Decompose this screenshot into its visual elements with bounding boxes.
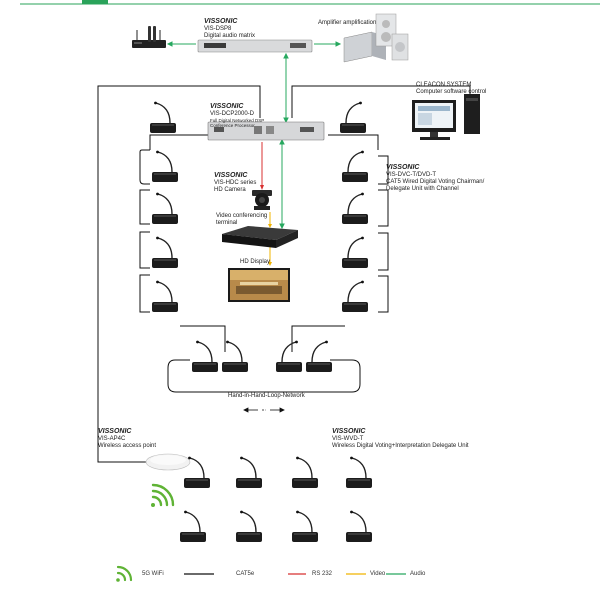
camera-icon [252, 190, 272, 210]
terminal-icon [222, 226, 298, 248]
ap-desc: Wireless access point [98, 443, 157, 449]
loop-network-label: Hand-in-Hand-Loop-Network [228, 393, 305, 399]
conference-mic-icon [151, 149, 179, 183]
dcp-brand: VISSONIC [210, 103, 244, 110]
dsp8-desc: Digital audio matrix [204, 33, 256, 39]
conference-mic-icon [221, 339, 249, 373]
conference-mic-icon [235, 455, 263, 489]
cleacon-title: CLEACON SYSTEM [416, 82, 472, 88]
video-links [268, 212, 272, 266]
conference-mic-icon [291, 455, 319, 489]
amplifier-label: Amplifier amplification [318, 20, 377, 26]
conference-mic-icon [275, 339, 303, 373]
camera-model: VIS-HDC series [214, 180, 257, 186]
conference-mic-icon [291, 509, 319, 543]
conference-mic-icon [341, 191, 369, 225]
conference-mic-icon [179, 509, 207, 543]
wvd-desc: Wireless Digital Voting+Interpretation D… [332, 443, 469, 449]
dcp-desc-2: Conference Processor [210, 123, 255, 128]
computer-icon [412, 94, 480, 140]
dsp-rack-icon [197, 39, 313, 53]
dcp-model: VIS-DCP2000-D [210, 111, 255, 117]
conference-mic-icon [341, 279, 369, 313]
dvc-desc-1: CAT5 Wired Digital Voting Chairman/ [386, 179, 485, 185]
legend-rs232-label: RS 232 [312, 571, 333, 577]
loop-arrows [243, 407, 285, 413]
loop-delegate-row [191, 339, 333, 373]
conference-mic-icon [345, 509, 373, 543]
wvd-label: VISSONIC VIS-WVD-T Wireless Digital Voti… [332, 428, 469, 450]
right-delegate-column [339, 100, 369, 313]
conference-mic-icon [149, 100, 177, 134]
left-delegate-column [149, 100, 179, 313]
conference-mic-icon [151, 235, 179, 269]
legend-audio-label: Audio [410, 571, 426, 577]
rs232-link [260, 142, 264, 190]
amplifier-speaker-icon [343, 13, 409, 63]
processor-rack-icon [207, 121, 325, 141]
dvc-model: VIS-DVC-T/DVD-T [386, 172, 436, 178]
dsp8-label: VISSONIC VIS-DSP8 Digital audio matrix [204, 18, 255, 40]
conference-mic-icon [305, 339, 333, 373]
conference-mic-icon [341, 235, 369, 269]
cleacon-desc: Computer software control [416, 89, 487, 95]
cat5e-links [97, 85, 471, 463]
wifi-icon [151, 483, 175, 507]
camera-brand: VISSONIC [214, 172, 248, 179]
conference-mic-icon [341, 149, 369, 183]
dvc-label: VISSONIC VIS-DVC-T/DVD-T CAT5 Wired Digi… [386, 164, 484, 193]
legend-wifi-label: 5G WiFi [142, 571, 164, 577]
legend-cat5e-label: CAT5e [236, 571, 255, 577]
terminal-label: Video conferencing terminal [216, 213, 267, 227]
dsp8-brand: VISSONIC [204, 18, 238, 25]
ap-label: VISSONIC VIS-AP4C Wireless access point [98, 428, 156, 450]
wireless-mic-receiver-icon [132, 26, 166, 48]
wvd-brand: VISSONIC [332, 428, 366, 435]
conference-mic-icon [191, 339, 219, 373]
camera-label: VISSONIC VIS-HDC series HD Camera [214, 172, 256, 194]
cleacon-label: CLEACON SYSTEM Computer software control [416, 82, 486, 96]
display-label: HD Display [240, 259, 271, 265]
conference-mic-icon [339, 100, 367, 134]
conference-mic-icon [151, 279, 179, 313]
terminal-line-1: Video conferencing [216, 213, 268, 219]
conference-mic-icon [345, 455, 373, 489]
legend-wifi-icon [116, 565, 133, 582]
dvc-desc-2: Delegate Unit with Channel [386, 186, 459, 192]
legend-video-label: Video [370, 571, 386, 577]
header-bar-accent [82, 0, 108, 4]
dsp8-model: VIS-DSP8 [204, 26, 232, 32]
wvd-model: VIS-WVD-T [332, 436, 364, 442]
access-point-icon [145, 453, 191, 471]
conference-mic-icon [151, 191, 179, 225]
terminal-line-2: terminal [216, 220, 238, 226]
dcp-label: VISSONIC VIS-DCP2000-D Full Digital Netw… [210, 103, 264, 128]
ap-model: VIS-AP4C [98, 436, 126, 442]
wireless-delegate-grid [179, 455, 373, 543]
dcp-desc-1: Full Digital Networked DSP [210, 118, 265, 123]
camera-desc: HD Camera [214, 187, 246, 193]
dvc-brand: VISSONIC [386, 164, 420, 171]
audio-links [166, 41, 342, 230]
hd-display-icon [228, 268, 290, 302]
conference-mic-icon [235, 509, 263, 543]
ap-brand: VISSONIC [98, 428, 132, 435]
